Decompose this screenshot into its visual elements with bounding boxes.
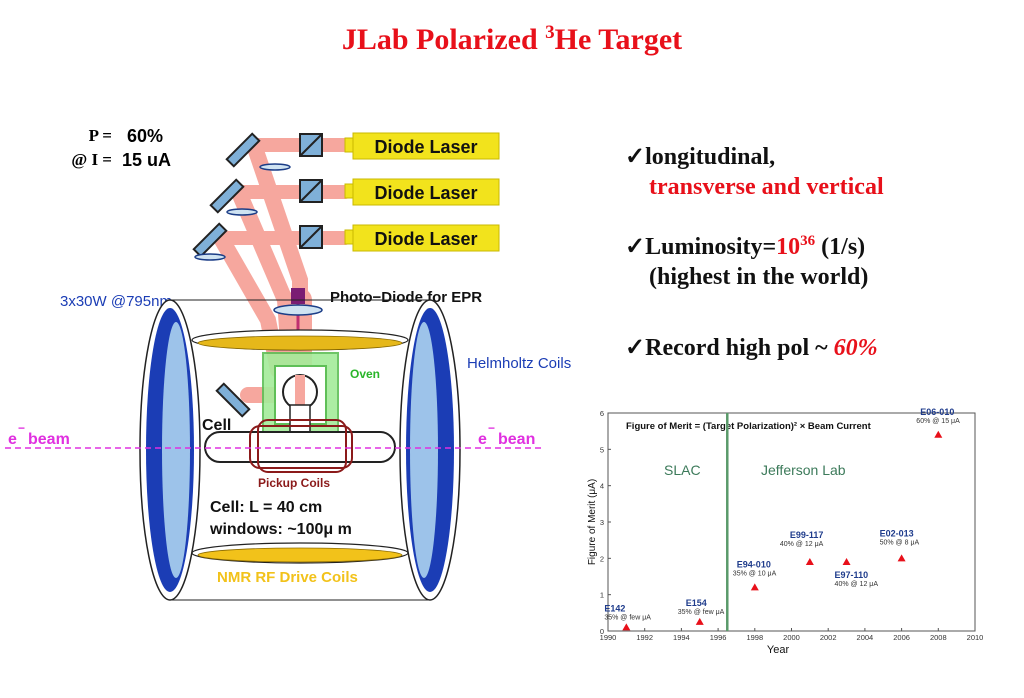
lenses — [194, 163, 291, 261]
laser-power-label: 3x30W @795nm — [60, 293, 172, 310]
chart-title: Figure of Merit = (Target Polarization)²… — [626, 421, 872, 432]
data-point-marker — [750, 583, 759, 591]
check-icon: ✓ — [625, 335, 646, 361]
beam-left-minus: − — [18, 421, 25, 435]
laser-label-2: Diode Laser — [374, 183, 477, 203]
x-tick-label: 1996 — [710, 633, 727, 642]
bullet-luminosity: ✓Luminosity=1036 (1/s) (highest in the w… — [625, 226, 868, 292]
y-axis-label: Figure of Merit (μA) — [587, 479, 598, 565]
i-label: @ I = — [71, 150, 112, 169]
nmr-label: NMR RF Drive Coils — [217, 569, 358, 586]
windows-label: windows: ~100μ m — [209, 521, 352, 538]
check-icon: ✓ — [625, 144, 646, 170]
beam-left-label: beam — [28, 431, 70, 448]
x-tick-label: 2000 — [783, 633, 800, 642]
p-label: P = — [88, 126, 112, 145]
x-tick-label: 1998 — [746, 633, 763, 642]
title-superscript: 3 — [545, 22, 555, 43]
title-main: JLab Polarized — [341, 23, 546, 56]
data-point-marker — [897, 554, 906, 562]
bullet-3-prefix: Record high pol ~ — [645, 335, 834, 361]
data-point-note: 60% @ 15 μA — [916, 418, 960, 425]
data-point-note: 40% @ 12 μA — [780, 541, 824, 548]
data-point-marker — [842, 557, 851, 565]
laser-label-1: Diode Laser — [374, 137, 477, 157]
page-title: JLab Polarized 3He Target — [0, 22, 1024, 57]
y-tick-label: 5 — [600, 445, 604, 454]
bullet-record-pol: ✓Record high pol ~ 60% — [625, 333, 878, 363]
pickup-label: Pickup Coils — [258, 476, 330, 490]
x-tick-label: 1990 — [600, 633, 617, 642]
data-point-note: 35% @ 10 μA — [733, 570, 777, 577]
bullet-2-suffix: (1/s) — [815, 234, 866, 260]
cell-length-label: Cell: L = 40 cm — [210, 499, 322, 516]
bullet-polarization-directions: ✓longitudinal, transverse and vertical — [625, 142, 884, 202]
top-rf-coil — [191, 329, 409, 351]
y-tick-label: 6 — [600, 409, 604, 418]
cell-label: Cell — [202, 417, 231, 434]
check-icon: ✓ — [625, 234, 646, 260]
data-point-name: E142 — [604, 603, 625, 613]
data-point-name: E94-010 — [737, 559, 771, 569]
diode-lasers: Diode Laser Diode Laser Diode Laser — [344, 132, 500, 252]
p-value: 60% — [127, 126, 164, 146]
laser-label-3: Diode Laser — [374, 229, 477, 249]
data-point-marker — [934, 430, 943, 438]
pickup-coils — [249, 419, 353, 473]
helmholtz-coils — [139, 299, 461, 601]
x-tick-label: 2002 — [820, 633, 837, 642]
data-point-name: E02-013 — [880, 528, 914, 538]
x-tick-label: 1992 — [636, 633, 653, 642]
x-tick-label: 1994 — [673, 633, 690, 642]
bullet-2-line-2: (highest in the world) — [649, 264, 869, 290]
x-tick-label: 2006 — [893, 633, 910, 642]
data-point-name: E97-110 — [835, 570, 869, 580]
oven-label: Oven — [350, 367, 380, 381]
y-tick-label: 0 — [600, 627, 604, 636]
data-point-note: 50% @ 8 μA — [880, 539, 920, 546]
data-point-name: E99-117 — [790, 530, 824, 540]
helmholtz-label: Helmholtz Coils — [467, 355, 571, 372]
y-tick-label: 4 — [600, 482, 604, 491]
y-tick-label: 1 — [600, 591, 604, 600]
mirrors — [192, 132, 261, 418]
data-point-marker — [805, 557, 814, 565]
record-pol-value: 60% — [833, 335, 878, 361]
luminosity-base: 10 — [776, 234, 801, 260]
data-point-note: 35% @ few μA — [604, 614, 651, 621]
bottom-rf-coil — [191, 542, 409, 564]
beam-right-electron: e — [478, 431, 487, 448]
title-rest: He Target — [554, 23, 683, 56]
beam-right-label: bean — [498, 431, 535, 448]
data-point-name: E06-010 — [920, 407, 954, 417]
y-tick-label: 2 — [600, 554, 604, 563]
data-point-note: 40% @ 12 μA — [835, 581, 879, 588]
y-tick-label: 3 — [600, 518, 604, 527]
x-axis-label: Year — [767, 644, 790, 656]
luminosity-exponent: 36 — [800, 233, 816, 249]
x-tick-label: 2008 — [930, 633, 947, 642]
target-cell — [204, 431, 396, 463]
bullet-1-line-1: longitudinal, — [645, 144, 776, 170]
bullet-1-line-2: transverse and vertical — [649, 174, 884, 200]
bullet-2-prefix: Luminosity= — [645, 234, 777, 260]
region-label-jefferson-lab: Jefferson Lab — [761, 462, 846, 478]
x-tick-label: 2010 — [967, 633, 984, 642]
data-point-name: E154 — [686, 598, 707, 608]
data-point-note: 35% @ few μA — [678, 609, 725, 616]
region-label-slac: SLAC — [664, 462, 701, 478]
beam-right-minus: − — [488, 421, 495, 435]
x-tick-label: 2004 — [857, 633, 874, 642]
figure-of-merit-chart: Figure of Merit = (Target Polarization)²… — [587, 407, 984, 656]
i-value: 15 uA — [122, 150, 172, 170]
target-diagram: Diode Laser Diode Laser Diode Laser 3x30… — [5, 132, 571, 601]
data-point-marker — [695, 617, 704, 625]
polarizers — [299, 133, 323, 249]
photodiode-label: Photo−Diode for EPR — [330, 289, 482, 306]
beam-left-electron: e — [8, 431, 17, 448]
plot-frame — [607, 412, 976, 632]
data-point-marker — [622, 623, 631, 631]
